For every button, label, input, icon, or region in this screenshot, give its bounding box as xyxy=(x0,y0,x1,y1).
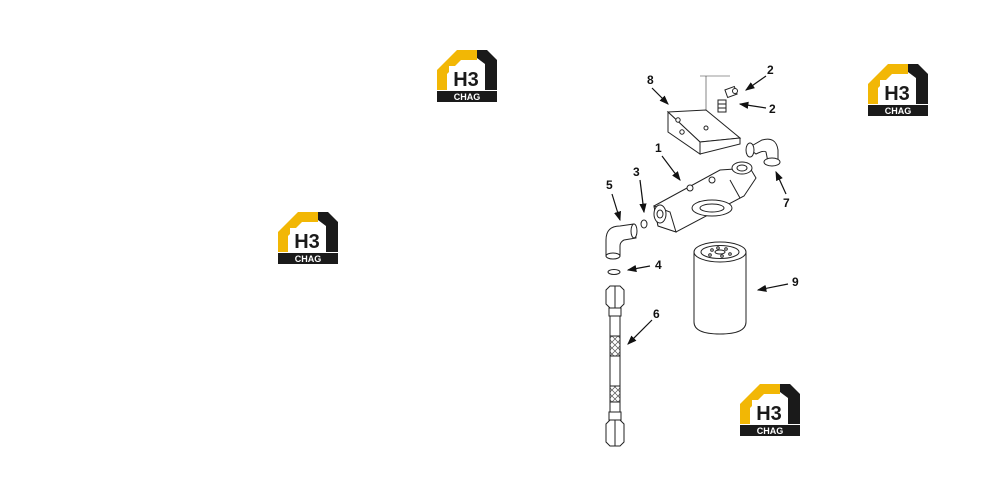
callout-label-2a: 2 xyxy=(767,63,774,77)
watermark-logo-left: H3 CHAG xyxy=(276,206,340,264)
callout-arrow-3 xyxy=(639,179,647,214)
logo-sub-text: CHAG xyxy=(757,426,784,436)
callout-arrow-2b xyxy=(738,101,767,109)
callout-label-9: 9 xyxy=(792,275,799,289)
callout-arrow-5 xyxy=(611,193,621,222)
callout-label-3: 3 xyxy=(633,165,640,179)
callout-arrow-1 xyxy=(661,155,681,181)
watermark-logo-top-center: H3 CHAG xyxy=(435,44,499,102)
logo-sub-text: CHAG xyxy=(295,254,322,264)
callout-arrow-7 xyxy=(775,170,787,195)
callout-arrow-4 xyxy=(626,264,651,273)
callout-label-5: 5 xyxy=(606,178,613,192)
callout-label-4: 4 xyxy=(655,258,662,272)
callout-label-1: 1 xyxy=(655,141,662,155)
callout-label-7: 7 xyxy=(783,196,790,210)
watermark-logo-bottom-right: H3 CHAG xyxy=(738,378,802,436)
logo-sub-text: CHAG xyxy=(454,92,481,102)
braided-hose xyxy=(605,285,625,447)
watermark-logo-top-right: H3 CHAG xyxy=(866,58,930,116)
callout-arrow-8 xyxy=(651,87,669,105)
filter-canister xyxy=(693,241,747,335)
logo-main-text: H3 xyxy=(294,231,320,253)
callout-label-2b: 2 xyxy=(769,102,776,116)
filter-head xyxy=(653,161,757,233)
logo-sub-text: CHAG xyxy=(885,106,912,116)
fitting-lower xyxy=(717,99,727,113)
logo-main-text: H3 xyxy=(756,403,782,425)
callout-label-8: 8 xyxy=(647,73,654,87)
o-ring-lower xyxy=(607,269,621,275)
callout-arrow-2a xyxy=(745,75,767,91)
o-ring-upper xyxy=(640,219,648,229)
callout-arrow-9 xyxy=(756,283,789,292)
elbow-fitting-right xyxy=(745,138,781,167)
callout-arrow-6 xyxy=(627,319,653,345)
logo-main-text: H3 xyxy=(453,69,479,91)
callout-label-6: 6 xyxy=(653,307,660,321)
logo-main-text: H3 xyxy=(884,83,910,105)
elbow-fitting-left xyxy=(605,223,638,260)
mounting-bracket xyxy=(666,109,742,155)
fitting-upper xyxy=(724,85,738,99)
